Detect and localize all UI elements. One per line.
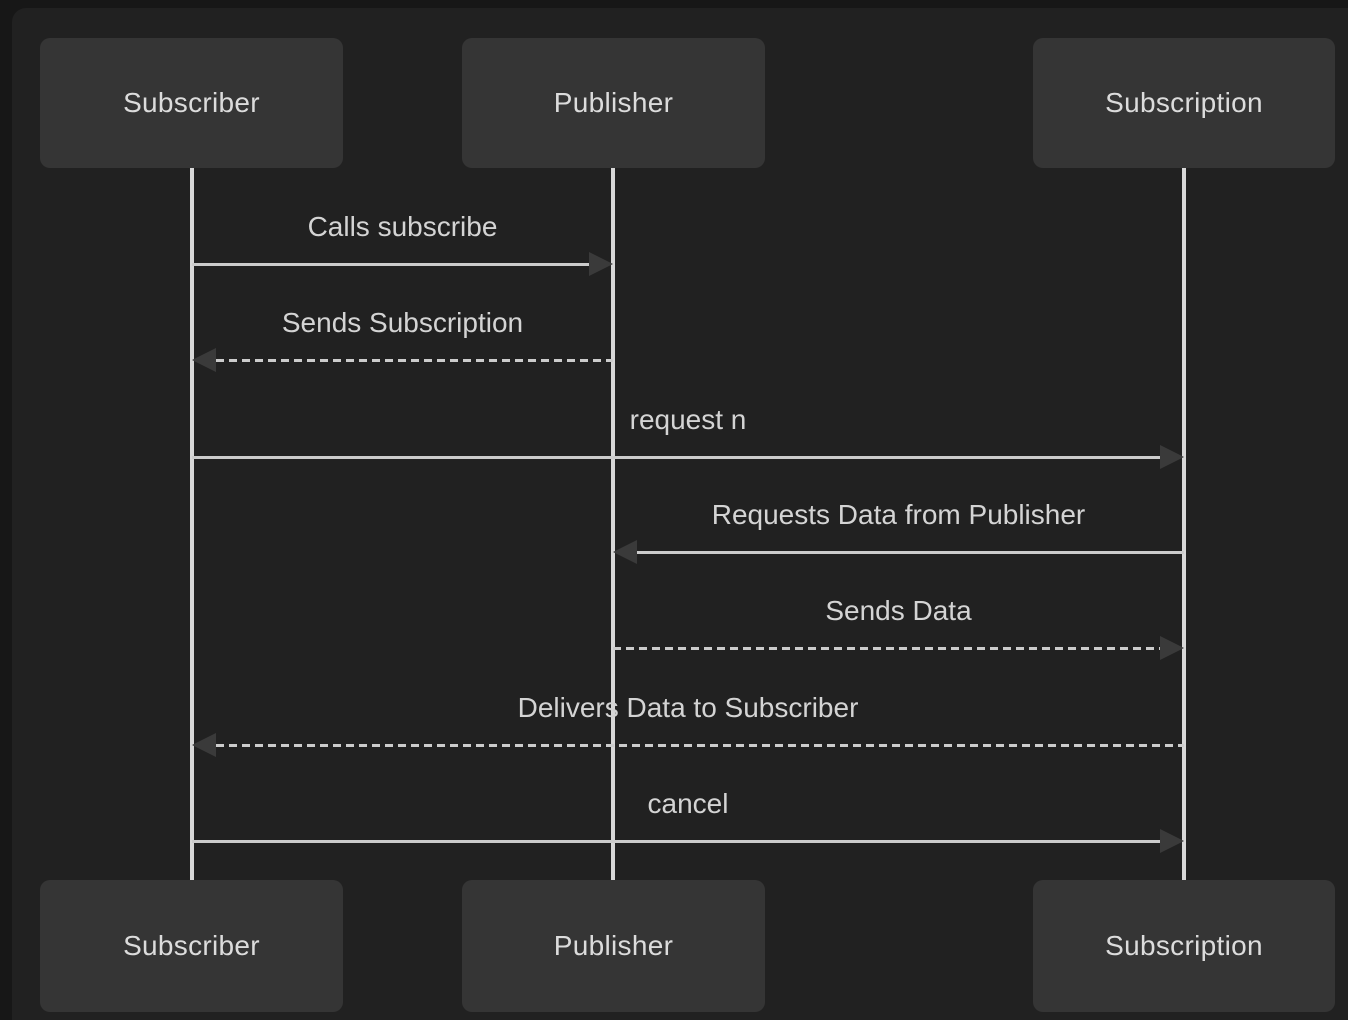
message-line-5 <box>216 744 1184 747</box>
actor-label-subscriber: Subscriber <box>123 87 260 118</box>
message-label-0: Calls subscribe <box>307 211 498 242</box>
lifeline-subscriber <box>190 168 194 880</box>
arrowhead-right-icon <box>1160 829 1184 853</box>
actor-label-publisher: Publisher <box>553 87 674 118</box>
actor-label-subscription: Subscription <box>1105 87 1263 118</box>
actor-box-bottom-publisher: Publisher <box>462 880 765 1012</box>
message-line-0 <box>192 263 589 266</box>
lifeline-subscription <box>1182 168 1186 880</box>
message-label-4: Sends Data <box>825 595 972 626</box>
message-line-2 <box>192 456 1160 459</box>
message-label-5: Delivers Data to Subscriber <box>517 692 859 723</box>
arrowhead-right-icon <box>1160 636 1184 660</box>
arrowhead-left-icon <box>613 540 637 564</box>
actor-label-subscription: Subscription <box>1105 930 1263 961</box>
arrowhead-right-icon <box>589 252 613 276</box>
message-label-3: Requests Data from Publisher <box>711 499 1086 530</box>
message-label-2: request n <box>629 404 747 435</box>
actor-box-top-publisher: Publisher <box>462 38 765 168</box>
actor-label-subscriber: Subscriber <box>123 930 260 961</box>
diagram-canvas <box>12 8 1348 1020</box>
message-line-4 <box>613 647 1160 650</box>
message-line-6 <box>192 840 1160 843</box>
message-label-6: cancel <box>647 788 729 819</box>
actor-box-bottom-subscription: Subscription <box>1033 880 1335 1012</box>
actor-box-top-subscriber: Subscriber <box>40 38 343 168</box>
actor-box-bottom-subscriber: Subscriber <box>40 880 343 1012</box>
message-line-3 <box>637 551 1184 554</box>
actor-label-publisher: Publisher <box>553 930 674 961</box>
arrowhead-left-icon <box>192 733 216 757</box>
actor-box-top-subscription: Subscription <box>1033 38 1335 168</box>
message-line-1 <box>216 359 613 362</box>
arrowhead-left-icon <box>192 348 216 372</box>
lifeline-publisher <box>611 168 615 880</box>
message-label-1: Sends Subscription <box>281 307 524 338</box>
arrowhead-right-icon <box>1160 445 1184 469</box>
